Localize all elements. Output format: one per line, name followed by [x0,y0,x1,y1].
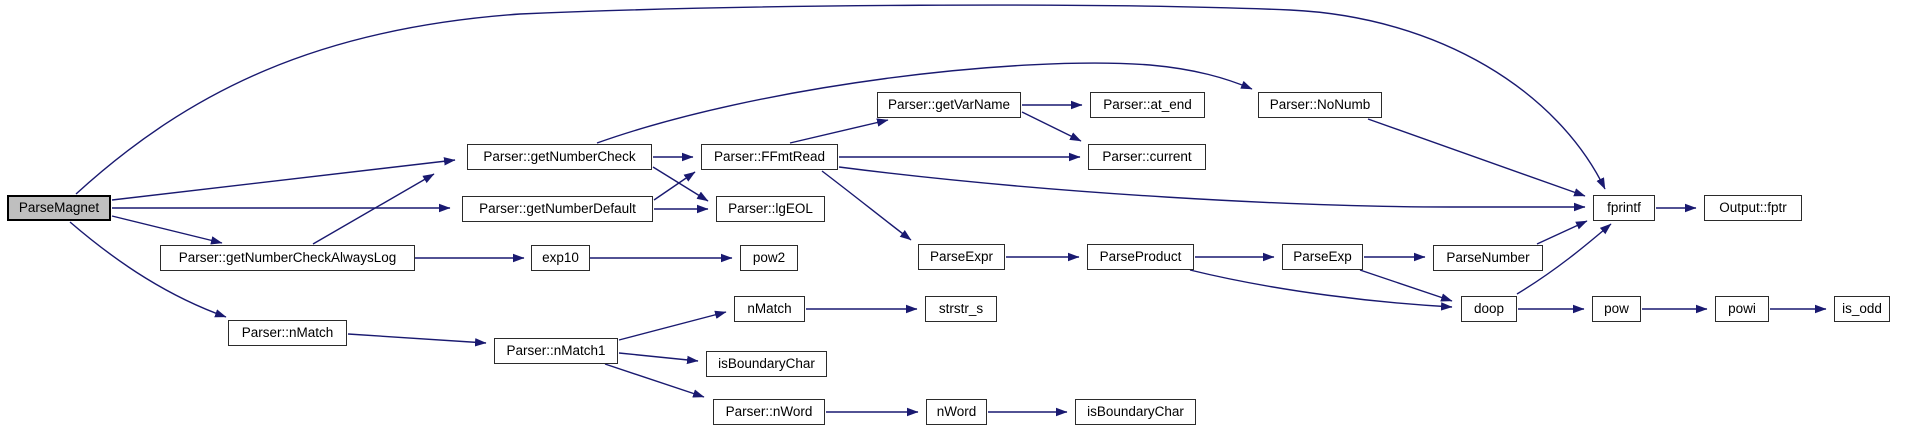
edge-getnumberdefault-ffmtread [653,171,696,201]
node-parser-nword[interactable]: Parser::nWord [713,399,825,425]
edge-nmatch1-parsernword [604,363,705,398]
edge-getnumbercheck-lgeol [652,166,709,202]
edge-parseexp-doop [1359,269,1453,302]
node-parser-get-number-check-always-log[interactable]: Parser::getNumberCheckAlwaysLog [160,245,415,271]
node-powi[interactable]: powi [1715,296,1769,322]
edge-ffmtread-fprintf [838,166,1586,212]
edge-alwayslog-getnumbercheck [312,173,435,245]
node-doop[interactable]: doop [1461,296,1517,322]
node-parse-magnet: ParseMagnet [7,195,111,221]
edge-doop-fprintf [1516,223,1612,295]
edge-ffmtread-parseexpr [821,170,912,241]
edge-parsemagnet-getnumbercheck [111,157,456,201]
node-output-fptr[interactable]: Output::fptr [1704,195,1802,221]
node-parser-get-var-name[interactable]: Parser::getVarName [877,92,1021,118]
edge-nonumb-fprintf [1367,118,1586,197]
edge-parsenumber-fprintf [1536,220,1588,245]
node-parse-product[interactable]: ParseProduct [1087,244,1194,270]
edge-ffmtread-getvarname [789,118,889,144]
node-parser-current[interactable]: Parser::current [1088,144,1206,170]
node-is-boundary-char-1[interactable]: isBoundaryChar [706,351,827,377]
node-pow2[interactable]: pow2 [740,245,798,271]
edge-parsemagnet-alwayslog [111,215,223,245]
edge-getnumbercheck-nonumb [596,62,1253,144]
node-pow[interactable]: pow [1592,296,1641,322]
node-exp10[interactable]: exp10 [531,245,590,271]
node-parser-lg-eol[interactable]: Parser::lgEOL [716,196,825,222]
edge-parsemagnet-fprintf [75,4,1606,195]
node-parser-get-number-check[interactable]: Parser::getNumberCheck [467,144,652,170]
edge-nmatch1-nmatch [618,310,727,341]
edge-parsernmatch-nmatch1 [347,333,487,347]
node-nword[interactable]: nWord [926,399,987,425]
node-is-odd[interactable]: is_odd [1834,296,1890,322]
node-parser-nmatch[interactable]: Parser::nMatch [228,320,347,346]
node-strstr-s[interactable]: strstr_s [925,296,997,322]
edge-nmatch1-isboundarychar [618,352,699,365]
edge-getvarname-current [1021,111,1082,142]
node-parser-nmatch1[interactable]: Parser::nMatch1 [494,338,618,364]
node-parse-number[interactable]: ParseNumber [1433,245,1543,271]
node-fprintf[interactable]: fprintf [1593,195,1655,221]
edge-parsemagnet-nmatch [69,221,227,318]
node-parser-ffmt-read[interactable]: Parser::FFmtRead [701,144,838,170]
node-parser-get-number-default[interactable]: Parser::getNumberDefault [462,196,653,222]
node-is-boundary-char-2[interactable]: isBoundaryChar [1075,399,1196,425]
node-parser-at-end[interactable]: Parser::at_end [1090,92,1205,118]
node-parse-expr[interactable]: ParseExpr [918,244,1005,270]
node-parser-no-numb[interactable]: Parser::NoNumb [1258,92,1382,118]
edge-parseproduct-doop [1189,269,1453,311]
node-parse-exp[interactable]: ParseExp [1282,244,1363,270]
node-nmatch[interactable]: nMatch [734,296,805,322]
